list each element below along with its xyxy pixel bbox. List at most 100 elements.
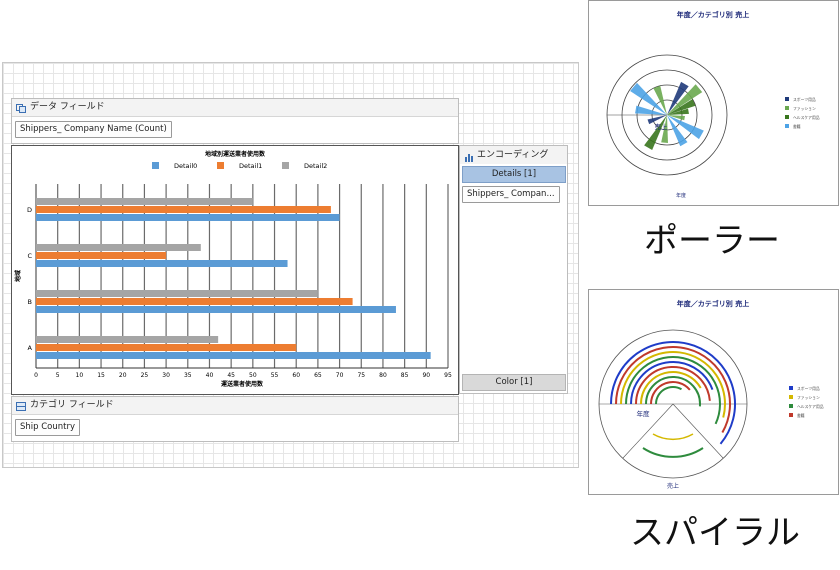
y-axis-title: 地域 — [14, 270, 22, 282]
polar-wedge — [635, 105, 667, 115]
spiral-legend-swatch — [789, 413, 793, 417]
encoding-panel: エンコーディング Details [1] Shippers_ Compan...… — [459, 145, 568, 394]
polar-wedge — [644, 115, 667, 150]
x-tick-label: 0 — [34, 372, 38, 379]
data-field-title: データ フィールド — [30, 102, 105, 112]
spiral-arc — [635, 366, 711, 405]
data-field-panel: データ フィールド Shippers_ Company Name (Count) — [11, 98, 459, 144]
x-tick-label: 75 — [357, 372, 365, 379]
legend-label-Detail0: Detail0 — [174, 162, 197, 170]
polar-wedge — [630, 82, 667, 115]
data-field-header: データ フィールド — [12, 99, 458, 117]
polar-legend-swatch — [785, 115, 789, 119]
polar-legend-swatch — [785, 124, 789, 128]
bar-Detail2-B — [36, 290, 318, 297]
polar-legend-label: 書籍 — [793, 124, 801, 129]
x-tick-label: 85 — [401, 372, 409, 379]
x-tick-label: 15 — [97, 372, 105, 379]
x-tick-label: 35 — [184, 372, 192, 379]
polar-wedge — [667, 115, 688, 147]
polar-wedge — [667, 99, 696, 115]
bar-Detail0-C — [36, 260, 288, 267]
spiral-arc — [642, 447, 704, 458]
y-tick-label: D — [27, 206, 32, 214]
polar-legend-label: ヘルスケア用品 — [793, 115, 820, 120]
category-field-icon — [16, 401, 26, 411]
chart-designer-surface: データ フィールド Shippers_ Company Name (Count)… — [2, 62, 579, 468]
encoding-title: エンコーディング — [477, 150, 549, 160]
spiral-arc — [652, 433, 694, 441]
details-encoding-button[interactable]: Details [1] — [462, 166, 566, 183]
category-field-title: カテゴリ フィールド — [30, 400, 114, 410]
legend-swatch-Detail2 — [282, 162, 289, 169]
x-tick-label: 45 — [227, 372, 235, 379]
spiral-spoke — [672, 403, 724, 459]
spiral-title: 年度／カテゴリ別 売上 — [677, 299, 749, 308]
bar-Detail2-D — [36, 198, 253, 205]
polar-wedge — [667, 115, 704, 140]
legend-label-Detail1: Detail1 — [239, 162, 262, 170]
polar-chart-thumbnail[interactable]: 年度／カテゴリ別 売上売上年度スポーツ用品ファッションヘルスケア用品書籍 — [588, 0, 839, 206]
polar-legend-swatch — [785, 97, 789, 101]
polar-wedge — [667, 84, 703, 115]
bar-Detail0-A — [36, 352, 431, 359]
x-tick-label: 20 — [119, 372, 127, 379]
x-axis-title: 運送業者使用数 — [221, 380, 264, 388]
spiral-axis-label: 年度 — [637, 409, 651, 418]
color-encoding-button[interactable]: Color [1] — [462, 374, 566, 391]
spiral-chart-thumbnail[interactable]: 年度／カテゴリ別 売上年度売上スポーツ用品ファッションヘルスケア用品書籍 — [588, 289, 839, 495]
data-field-chip[interactable]: Shippers_ Company Name (Count) — [15, 121, 172, 138]
spiral-caption: スパイラル — [630, 513, 800, 553]
x-tick-label: 95 — [444, 372, 452, 379]
encoding-icon — [464, 151, 474, 162]
spiral-arc — [650, 381, 691, 405]
bar-Detail1-A — [36, 344, 297, 351]
spiral-arc — [610, 341, 736, 445]
x-tick-label: 55 — [271, 372, 279, 379]
polar-wedge — [647, 115, 667, 125]
x-tick-label: 80 — [379, 372, 387, 379]
bar-Detail1-C — [36, 252, 167, 259]
polar-wedge — [667, 115, 685, 121]
polar-legend-label: スポーツ用品 — [793, 97, 816, 102]
legend-swatch-Detail0 — [152, 162, 159, 169]
legend-label-Detail2: Detail2 — [304, 162, 327, 170]
spiral-arc — [620, 351, 726, 418]
polar-wedge — [661, 115, 668, 143]
spiral-bottom-label: 売上 — [667, 482, 679, 490]
category-field-header: カテゴリ フィールド — [12, 397, 458, 415]
polar-wedge — [667, 108, 689, 115]
spiral-arc — [645, 376, 701, 407]
spiral-arc — [625, 356, 721, 425]
spiral-legend-swatch — [789, 395, 793, 399]
data-field-icon — [16, 103, 26, 113]
bar-Detail2-C — [36, 244, 201, 251]
encoding-chip[interactable]: Shippers_ Compan... — [462, 186, 560, 203]
polar-bottom-label: 年度 — [676, 192, 686, 199]
polar-caption: ポーラー — [644, 221, 780, 261]
spiral-arc — [640, 371, 702, 405]
spiral-legend-swatch — [789, 386, 793, 390]
x-tick-label: 10 — [76, 372, 84, 379]
x-tick-label: 90 — [422, 372, 430, 379]
polar-legend-label: ファッション — [793, 106, 816, 111]
category-field-panel: カテゴリ フィールド Ship Country — [11, 396, 459, 442]
x-tick-label: 50 — [249, 372, 257, 379]
polar-legend-swatch — [785, 106, 789, 110]
encoding-header: エンコーディング — [460, 146, 567, 164]
y-tick-label: B — [28, 298, 32, 306]
spiral-legend-label: 書籍 — [797, 413, 805, 418]
spiral-spoke — [622, 403, 674, 459]
polar-title: 年度／カテゴリ別 売上 — [677, 10, 749, 19]
x-tick-label: 25 — [141, 372, 149, 379]
bar-Detail0-D — [36, 214, 340, 221]
spiral-arc — [655, 386, 682, 405]
category-field-chip[interactable]: Ship Country — [15, 419, 81, 436]
x-tick-label: 65 — [314, 372, 322, 379]
bar-Detail2-A — [36, 336, 219, 343]
y-tick-label: A — [28, 344, 33, 352]
